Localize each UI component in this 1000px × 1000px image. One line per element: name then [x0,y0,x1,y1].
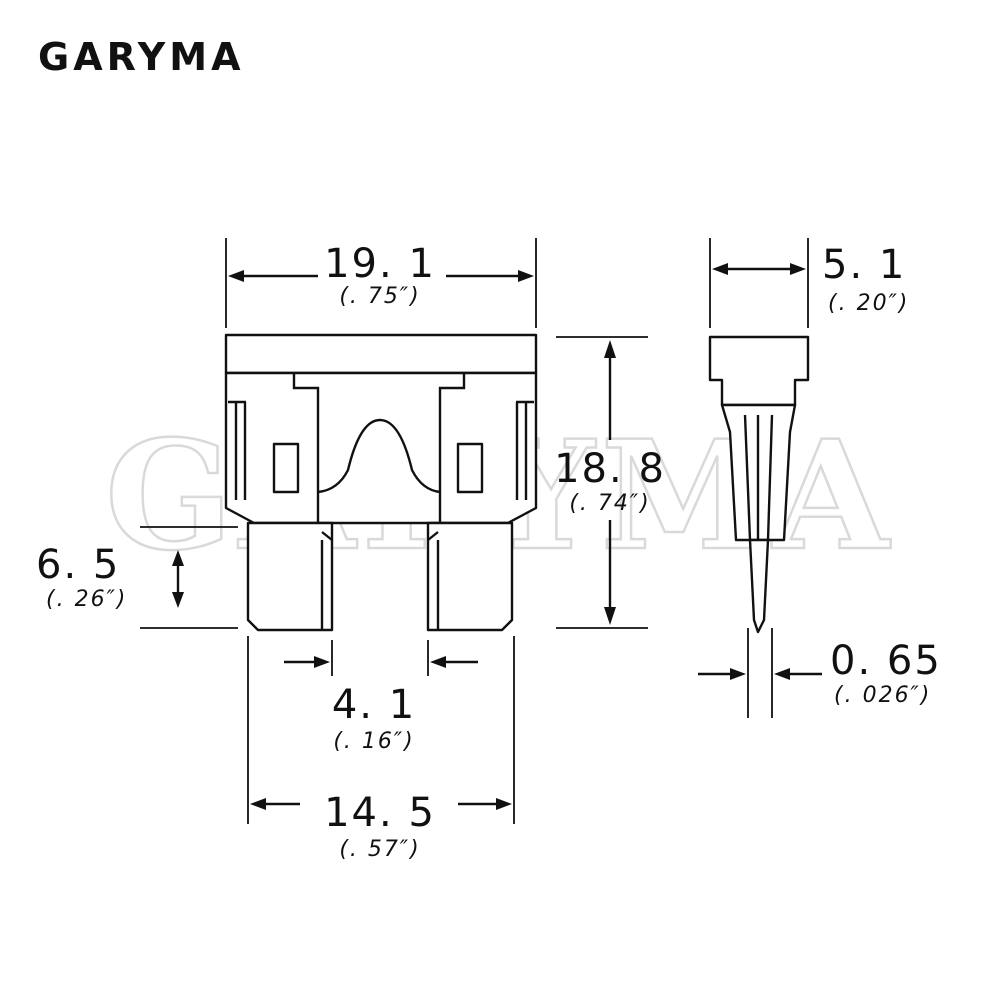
blade-thickness-in: (. 026″) [834,683,931,708]
blade-gap-mm: 4. 1 [332,682,416,728]
blade-span-mm: 14. 5 [324,790,436,836]
dimension-blade-thickness: 0. 65 (. 026″) [698,628,942,718]
fuse-side-rail-right [515,400,534,500]
fuse-body [224,371,538,525]
fuse-element [317,418,441,494]
height-mm: 18. 8 [554,446,666,492]
side-blade [748,538,770,634]
dimension-blade-gap: 4. 1 (. 16″) [284,640,478,754]
blade-gap-in: (. 16″) [333,729,414,754]
thickness-mm: 5. 1 [822,242,906,288]
test-window-left [272,442,300,494]
dimension-blade-length: 6. 5 (. 26″) [36,526,238,629]
blade-span-in: (. 57″) [339,837,420,862]
dimension-width-top: 19. 1 (. 75″) [225,238,537,328]
fuse-side-rail-left [228,400,247,500]
dimension-height: 18. 8 (. 74″) [554,336,666,629]
fuse-top-cap [224,333,538,375]
brand-logo: GARYMA [38,35,245,79]
blade-thickness-mm: 0. 65 [830,638,942,684]
test-window-right [456,442,484,494]
width-top-mm: 19. 1 [324,241,436,287]
fuse-inner-recess [292,373,466,523]
blade-left [246,521,334,632]
fuse-side-view [708,335,810,634]
side-cap [708,335,810,407]
dimension-thickness: 5. 1 (. 20″) [709,238,909,328]
width-top-in: (. 75″) [339,284,420,309]
blade-right [426,521,514,632]
blade-length-mm: 6. 5 [36,542,120,588]
dimension-blade-span: 14. 5 (. 57″) [247,636,515,862]
height-in: (. 74″) [569,491,650,516]
thickness-in: (. 20″) [828,291,909,316]
blade-length-in: (. 26″) [46,587,127,612]
fuse-front-view [224,333,538,632]
